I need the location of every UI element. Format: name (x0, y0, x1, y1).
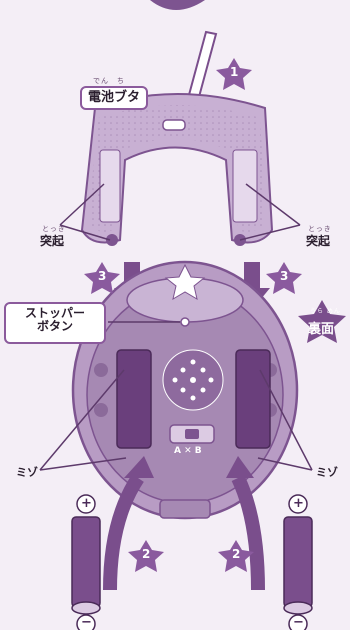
step1-number: 1 (230, 65, 239, 79)
battery-left-minus: − (81, 615, 92, 630)
step2-arrow-right (226, 456, 265, 591)
battery-left-plus: + (81, 496, 92, 511)
battery-slot-right (235, 349, 271, 449)
stopper-button-label-line1: ストッパー (24, 306, 85, 320)
battery-cover-label: 電池ブタ (80, 86, 148, 110)
protrusion-label-left: 突起 (40, 234, 65, 248)
battery-right-minus: − (293, 615, 304, 630)
step3-star-right (266, 262, 302, 294)
step3-number-right: 3 (280, 269, 289, 283)
stopper-button-label-line2: ボタン (36, 318, 73, 333)
protrusion-ruby-left: とっき (42, 225, 66, 233)
protrusion-leader-lines (59, 183, 301, 241)
back-side-badge (298, 300, 346, 343)
stopper-button (180, 317, 190, 327)
groove-label-left: ミゾ (16, 466, 38, 479)
top-device-edge (150, 0, 205, 10)
battery-slot-left (116, 349, 152, 449)
step2-number-right: 2 (232, 547, 241, 561)
step1-star (216, 58, 252, 90)
device-back-illustration (71, 260, 299, 520)
battery-cover-illustration (80, 93, 274, 246)
groove-leader-lines (39, 369, 313, 471)
groove-label-right: ミゾ (316, 466, 338, 479)
battery-right-plus: + (293, 496, 304, 511)
stopper-button-label: ストッパー ボタン (4, 302, 106, 344)
battery-left (71, 494, 101, 630)
step2-number-left: 2 (142, 547, 151, 561)
step2-star-right (218, 540, 254, 572)
battery-cover-ruby: でん ち (93, 77, 125, 85)
protrusion-ruby-right: とっき (308, 225, 332, 233)
step2-star-left (128, 540, 164, 572)
step3-number-left: 3 (98, 269, 107, 283)
back-side-ruby: うら めん (310, 308, 341, 315)
ab-switch-label: A ✕ B (174, 446, 202, 456)
protrusion-label-right: 突起 (306, 234, 331, 248)
step2-arrow-left (103, 456, 154, 591)
battery-right (283, 494, 313, 630)
step3-star-left (84, 262, 120, 294)
back-side-label: 裏面 (308, 322, 335, 337)
